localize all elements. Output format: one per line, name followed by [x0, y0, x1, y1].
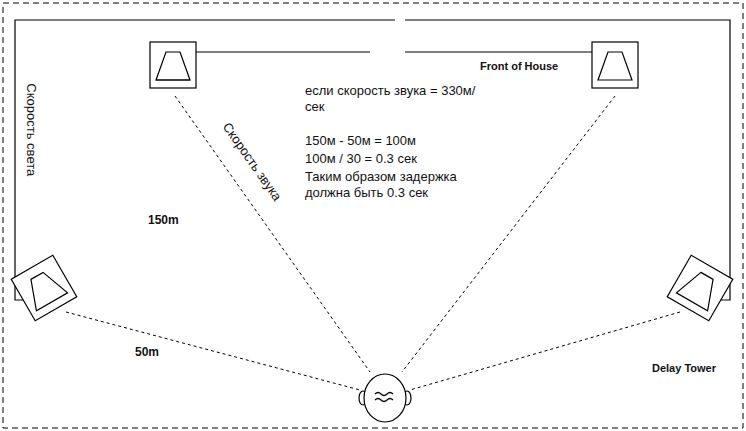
- sound-path: [66, 96, 680, 390]
- distance-label: 50m: [135, 345, 159, 359]
- speaker-symbol: [11, 255, 77, 321]
- speaker-label: Front of House: [480, 60, 558, 73]
- wall-note: Скорость света: [23, 84, 39, 177]
- speaker-box: [667, 255, 733, 321]
- room-wall: [405, 20, 730, 300]
- speaker-symbol: [592, 42, 638, 88]
- stage-line: [405, 51, 592, 52]
- speaker-horn: [21, 267, 67, 311]
- speaker-horn: [598, 52, 632, 80]
- speaker-box: [592, 42, 638, 88]
- sound-path: [410, 312, 680, 390]
- speaker-symbol: [667, 255, 733, 321]
- speaker-symbol: [11, 42, 733, 321]
- stage-line: [196, 51, 370, 52]
- speaker-box: [150, 42, 196, 88]
- speaker-horn: [156, 79, 190, 80]
- speaker-box: [11, 255, 77, 321]
- speaker-symbol: [150, 42, 196, 88]
- head-hair: [375, 393, 393, 402]
- distance-label: 150m: [148, 213, 179, 227]
- room-wall: [15, 20, 730, 300]
- head-outline: [364, 374, 406, 422]
- calc-note: 100м / 30 = 0.3 сек: [305, 151, 417, 167]
- speaker-horn: [676, 267, 722, 311]
- calc-note: если скорость звука = 330м/ сек: [305, 83, 477, 114]
- dashed-frame: [3, 3, 743, 428]
- listener-head: [359, 374, 411, 422]
- calc-note: Таким образом задержка должна быть 0.3 с…: [305, 169, 483, 200]
- sound-path: [402, 96, 615, 372]
- speaker-label: Delay Tower: [652, 362, 716, 375]
- sound-path: [66, 312, 360, 390]
- calc-note: 150м - 50м = 100м: [305, 133, 416, 149]
- speaker-horn: [156, 52, 190, 80]
- path-note: Скорость звука: [219, 120, 285, 204]
